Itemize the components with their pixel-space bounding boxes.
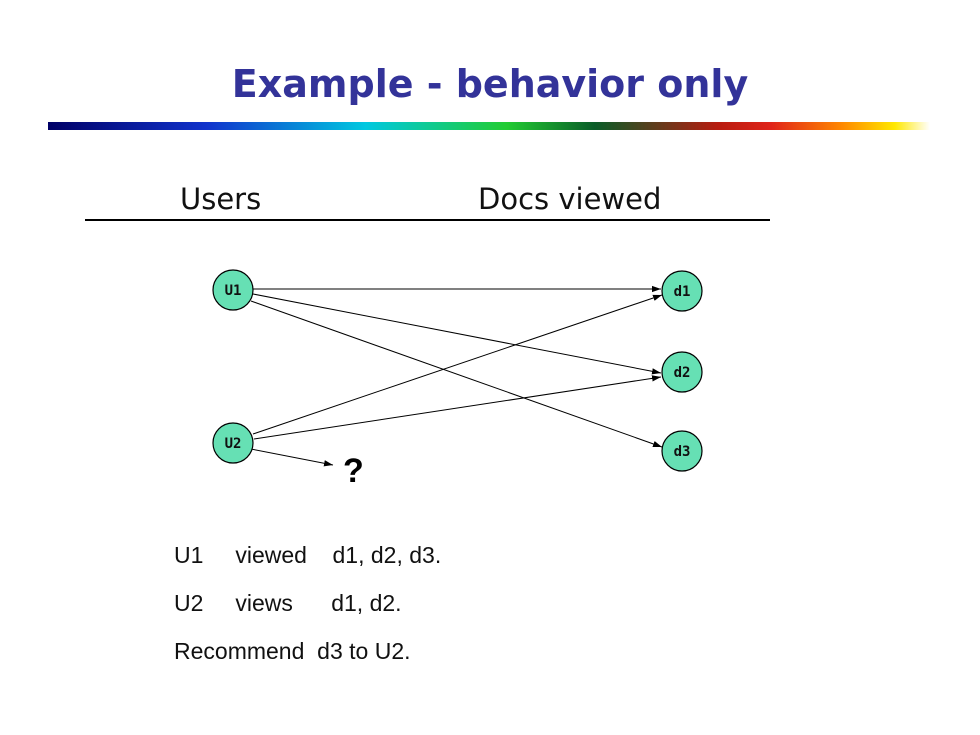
node-d1: d1 <box>661 270 703 312</box>
note-line-u1: U1 viewed d1, d2, d3. <box>174 542 442 568</box>
note-line-u2: U2 views d1, d2. <box>174 590 402 616</box>
unknown-recommendation-mark: ? <box>343 452 364 490</box>
node-d2: d2 <box>661 351 703 393</box>
node-d3-label: d3 <box>674 444 691 460</box>
slide-title: Example - behavior only <box>231 62 749 106</box>
node-d3: d3 <box>661 430 703 472</box>
edge-u2-d2 <box>253 375 662 440</box>
node-u2-label: U2 <box>225 436 242 452</box>
edge-u1-d3 <box>250 300 663 448</box>
node-u1-label: U1 <box>225 283 242 299</box>
node-u2: U2 <box>212 422 254 464</box>
users-column-header: Users <box>180 182 262 216</box>
edge-u2-unknown <box>250 448 334 467</box>
node-d2-label: d2 <box>674 365 691 381</box>
node-d1-label: d1 <box>674 284 691 300</box>
note-line-recommend: Recommend d3 to U2. <box>174 638 411 664</box>
docs-column-header: Docs viewed <box>478 182 662 216</box>
header-underline <box>85 219 770 221</box>
edge-u1-d2 <box>252 293 662 375</box>
node-u1: U1 <box>212 269 254 311</box>
edge-u2-d1 <box>252 294 663 435</box>
title-gradient-divider <box>48 122 930 130</box>
